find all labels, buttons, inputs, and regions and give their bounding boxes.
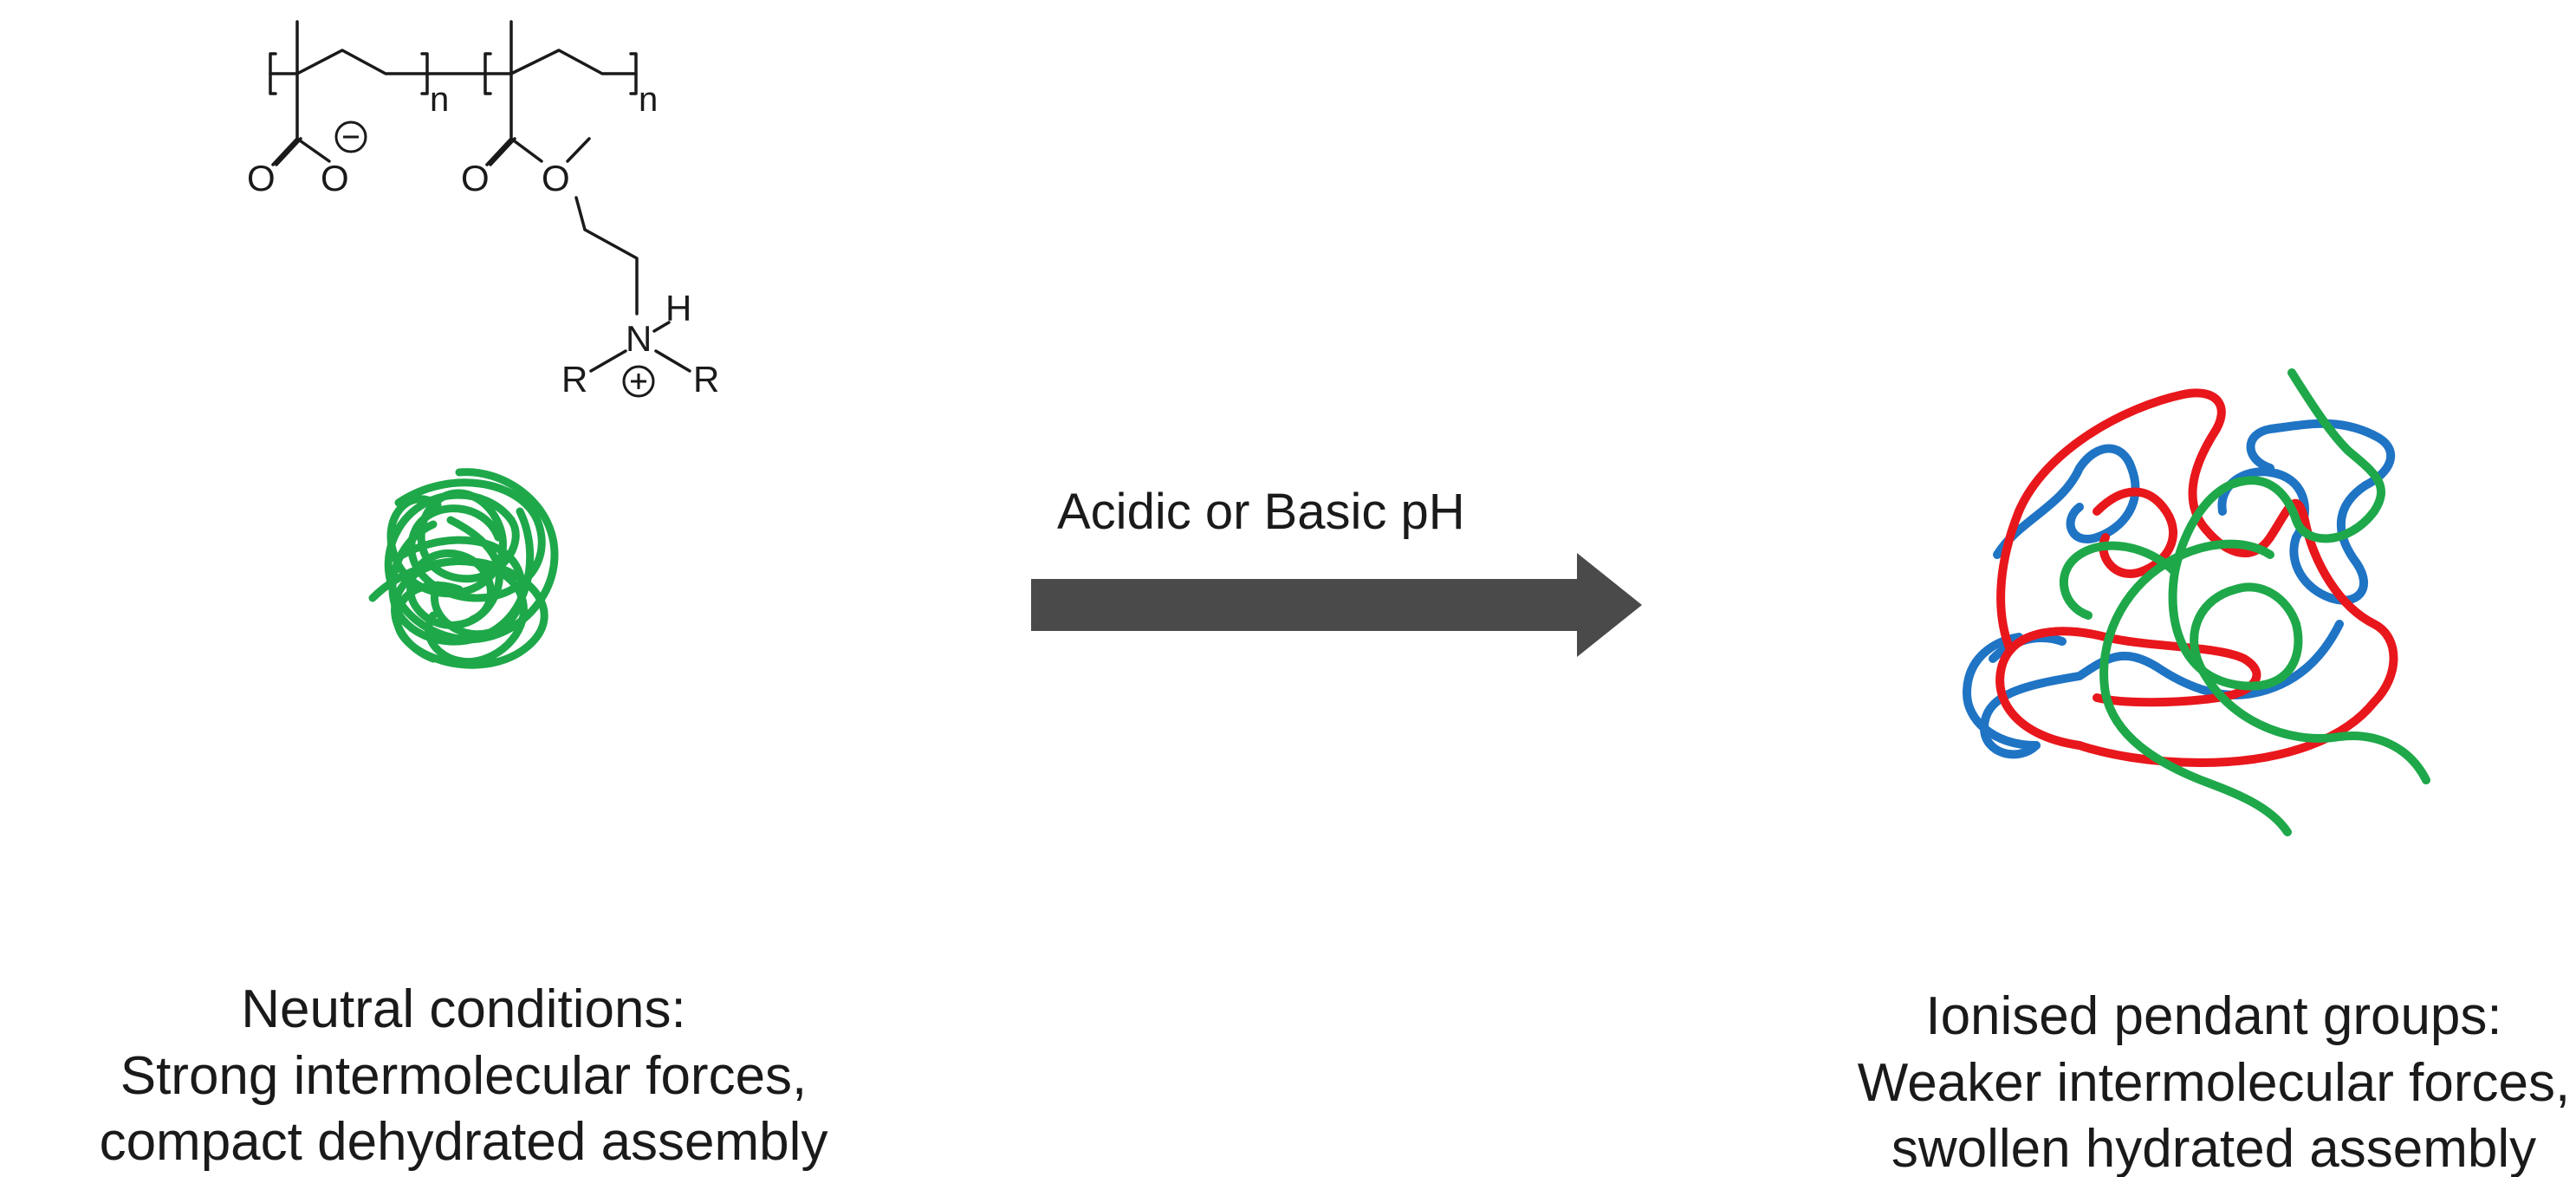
left-caption-line-3: compact dehydrated assembly [100,1112,828,1172]
right-caption: Ionised pendant groups: Weaker intermole… [1858,986,2570,1177]
positive-charge-icon [622,365,655,398]
carboxylate-oxygen: O [321,158,349,198]
compact-coil-icon [368,468,559,669]
negative-charge-icon [334,120,367,153]
right-caption-line-1: Ionised pendant groups: [1925,986,2501,1046]
backbone-unit-1 [269,20,429,75]
carboxylate-bond [271,72,331,166]
arrow-label: Acidic or Basic pH [1057,484,1465,540]
arrow-head-icon [1577,553,1642,657]
left-caption-line-2: Strong intermolecular forces, [120,1046,808,1106]
n-r-bonds [589,349,691,373]
repeat-subscript-1: n [430,81,449,119]
arrow-shaft [1031,579,1586,631]
r-group-right: R [693,359,719,400]
n-h-bond [652,321,671,333]
right-caption-line-2: Weaker intermolecular forces, [1858,1053,2570,1113]
ester-bond [485,72,591,166]
ethylene-linker [574,196,639,315]
right-caption-line-3: swollen hydrated assembly [1891,1119,2536,1177]
repeat-subscript-2: n [639,81,658,119]
carbonyl-oxygen-1: O [247,158,276,198]
ester-oxygen: O [542,158,570,198]
r-group-left: R [561,359,587,400]
carbonyl-oxygen-2: O [461,158,490,198]
backbone-unit-2 [483,20,638,75]
zwitterionic-polymer-structure: O O n n O O N H R R [247,20,719,400]
left-caption-line-1: Neutral conditions: [241,979,686,1039]
ph-change-arrow: Acidic or Basic pH [1031,484,1642,657]
swollen-coil-icon [1963,368,2430,836]
left-caption: Neutral conditions: Strong intermolecula… [100,979,828,1172]
ammonium-nitrogen: N [626,318,652,359]
